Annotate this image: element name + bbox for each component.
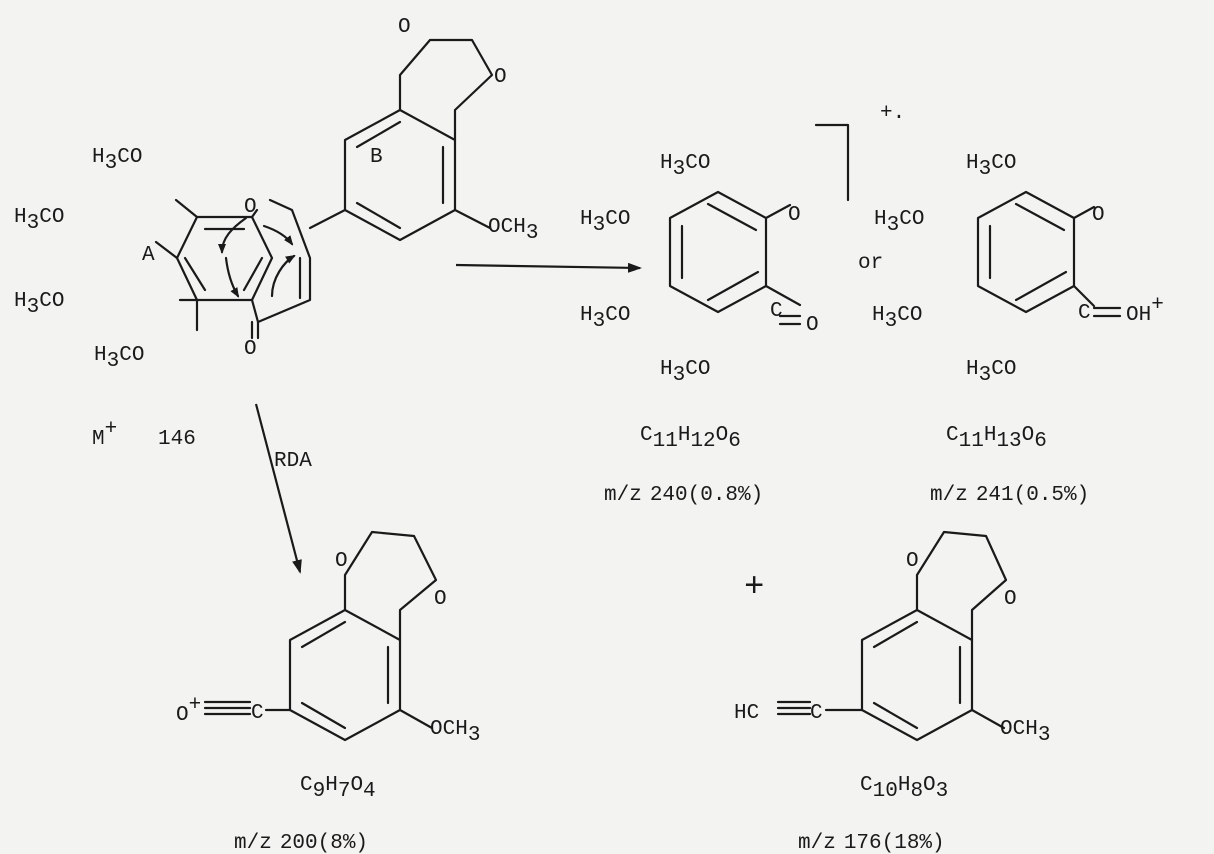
- frag240-h3co-4: H3CO: [660, 358, 710, 387]
- radical-cation-sign: +.: [880, 102, 905, 125]
- frag241-h3co-2: H3CO: [874, 208, 924, 237]
- parent-h3co-3: H3CO: [14, 290, 64, 319]
- fragment-200-structure: [203, 530, 438, 742]
- frag241-c: C: [1078, 302, 1091, 325]
- parent-o-right: O: [494, 66, 507, 89]
- frag240-carbonyl-o: O: [788, 204, 801, 227]
- or-label: or: [858, 252, 883, 275]
- frag200-c: C: [251, 702, 264, 725]
- frag176-och3: OCH3: [1000, 718, 1050, 747]
- frag241-carbonyl-o: O: [1092, 204, 1105, 227]
- frag241-h3co-3: H3CO: [872, 304, 922, 333]
- frag200-och3: OCH3: [430, 718, 480, 747]
- frag176-c: C: [810, 702, 823, 725]
- curly-arrow-4: [262, 224, 294, 246]
- frag240-formula: C11H12O6: [640, 424, 741, 453]
- methoxy-bond-b: [453, 208, 492, 230]
- frag240-h3co-1: H3CO: [660, 152, 710, 181]
- frag200-o-plus: O+: [176, 694, 201, 727]
- parent-h3co-2: H3CO: [14, 206, 64, 235]
- parent-mass: 146: [158, 428, 196, 451]
- plus-sign: +: [744, 569, 764, 607]
- fragment-240-structure: [668, 123, 850, 326]
- fragment-176-structure: [776, 530, 1008, 742]
- frag176-formula: C10H8O3: [860, 774, 948, 803]
- frag240-h3co-3: H3CO: [580, 304, 630, 333]
- curly-arrow-1: [218, 216, 248, 254]
- frag240-h3co-2: H3CO: [580, 208, 630, 237]
- ring-a-substituent-bonds: [154, 198, 254, 332]
- ring-label-a: A: [142, 244, 155, 267]
- parent-ion-label: M+: [92, 418, 117, 451]
- rda-label: RDA: [274, 450, 312, 473]
- parent-o-ring: O: [244, 196, 257, 219]
- parent-h3co-1: H3CO: [92, 146, 142, 175]
- arrow-to-fragment-240: [455, 262, 642, 273]
- frag200-o-right: O: [434, 588, 447, 611]
- parent-h3co-4: H3CO: [94, 344, 144, 373]
- frag241-h3co-1: H3CO: [966, 152, 1016, 181]
- curly-arrow-2: [224, 256, 240, 298]
- parent-carbonyl-o: O: [244, 338, 257, 361]
- parent-o-top: O: [398, 16, 411, 39]
- ring-b-bonds: [343, 108, 457, 242]
- frag241-oh-plus: OH+: [1126, 294, 1164, 327]
- frag241-formula: C11H13O6: [946, 424, 1047, 453]
- ring-link-bond: [308, 208, 347, 230]
- fragment-241-structure: [976, 190, 1122, 318]
- arrow-rda: [254, 403, 302, 574]
- frag176-o-top: O: [906, 550, 919, 573]
- frag176-o-right: O: [1004, 588, 1017, 611]
- frag200-formula: C9H7O4: [300, 774, 376, 803]
- frag240-c: C: [770, 300, 783, 323]
- ring-label-b: B: [370, 146, 383, 169]
- frag200-o-top: O: [335, 550, 348, 573]
- curly-arrow-3: [270, 254, 296, 298]
- frag241-h3co-4: H3CO: [966, 358, 1016, 387]
- parent-och3: OCH3: [488, 216, 538, 245]
- ring-c-bonds: [250, 198, 312, 324]
- ring-b-double-bonds: [355, 120, 445, 230]
- ring-a-double-bonds: [183, 227, 264, 292]
- frag240-ketene-o: O: [806, 314, 819, 337]
- methylenedioxy-ring: [398, 38, 494, 142]
- parent-molecule: [154, 38, 494, 340]
- frag176-hc: HC: [734, 702, 759, 725]
- carbonyl-bond: [250, 320, 260, 340]
